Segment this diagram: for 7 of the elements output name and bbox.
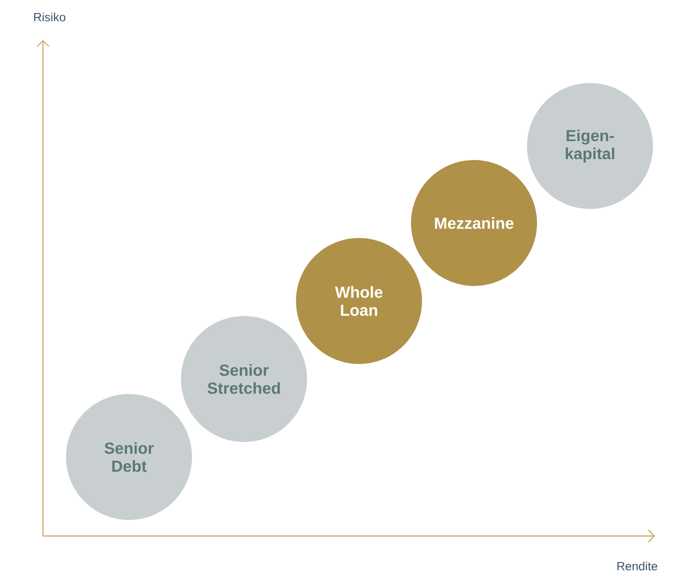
circle-node: Whole Loan	[296, 238, 422, 364]
axis-label: Rendite	[617, 562, 658, 570]
circle-node: Senior Stretched	[181, 316, 307, 442]
circle-node: Mezzanine	[411, 160, 537, 286]
circle-node: Eigen- kapital	[527, 83, 653, 209]
circle-node: Senior Debt	[66, 394, 192, 520]
axis-label: Risiko	[34, 12, 66, 22]
